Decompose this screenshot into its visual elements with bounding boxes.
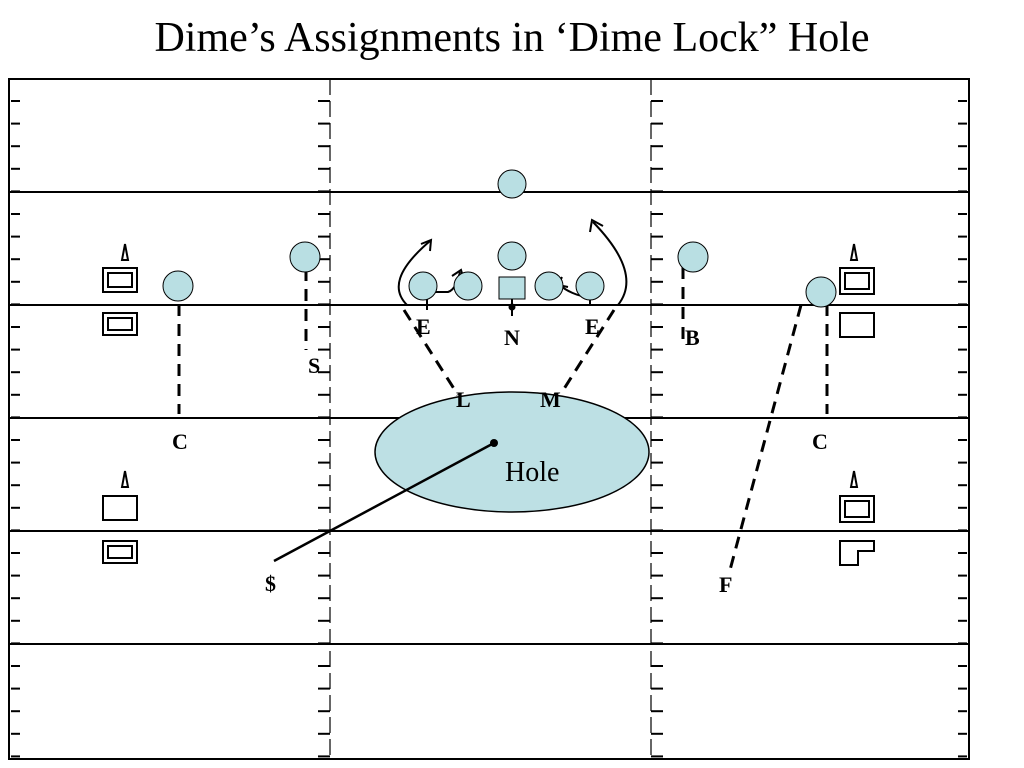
linebacker-left-drop xyxy=(402,309,460,396)
marker-box xyxy=(107,272,133,288)
cone-icon xyxy=(849,243,859,261)
linebacker-middle-drop xyxy=(560,309,616,393)
marker-box xyxy=(107,545,133,559)
marker-box xyxy=(102,267,138,293)
player-qb xyxy=(497,169,527,199)
right-bottom-marker xyxy=(839,470,875,566)
player-guard-left xyxy=(453,271,483,301)
marker-box xyxy=(102,495,138,521)
end-left-rush xyxy=(397,240,431,306)
arrow-head-icon xyxy=(420,238,433,252)
player-center xyxy=(498,276,526,300)
hole-area xyxy=(374,391,650,513)
player-slot-left xyxy=(289,241,321,273)
marker-box xyxy=(102,312,138,336)
label-free-safety: F xyxy=(719,572,732,597)
left-bottom-marker xyxy=(102,470,138,564)
marker-box xyxy=(839,267,875,295)
player-wr-right xyxy=(805,276,837,308)
free-safety-drop xyxy=(728,304,803,571)
player-wr-left xyxy=(162,270,194,302)
label-linebacker-middle: M xyxy=(540,387,561,412)
dime-assignment-line xyxy=(273,441,495,563)
cone-icon xyxy=(849,470,859,488)
right-top-marker xyxy=(839,243,875,338)
label-nose: N xyxy=(504,325,520,350)
label-end-left: E xyxy=(416,314,431,339)
end-right-rush xyxy=(592,221,628,306)
hole-label: Hole xyxy=(505,457,559,488)
marker-box xyxy=(844,500,870,518)
player-back xyxy=(497,241,527,271)
yard-lines xyxy=(9,191,969,645)
label-corner-left: C xyxy=(172,429,188,454)
label-dime: $ xyxy=(265,571,276,596)
nose-dot xyxy=(508,303,516,311)
label-safety: S xyxy=(308,353,320,378)
label-end-right: E xyxy=(585,314,600,339)
label-corner-right: C xyxy=(812,429,828,454)
cone-icon xyxy=(120,470,130,488)
marker-box xyxy=(839,312,875,338)
marker-box xyxy=(839,495,875,523)
player-slot-right xyxy=(677,241,709,273)
cone-icon xyxy=(120,243,130,261)
slide-title: Dime’s Assignments in ‘Dime Lock” Hole xyxy=(154,15,870,61)
marker-box xyxy=(107,317,133,331)
marker-box xyxy=(844,272,870,290)
dime-target-dot xyxy=(490,439,498,447)
player-tackle-right xyxy=(575,271,605,301)
label-linebacker-left: L xyxy=(456,387,471,412)
left-top-marker xyxy=(102,243,138,336)
marker-shape xyxy=(839,540,875,566)
arrow-head-icon xyxy=(589,218,604,233)
player-guard-right xyxy=(534,271,564,301)
marker-box xyxy=(102,540,138,564)
player-tackle-left xyxy=(408,271,438,301)
hash-marks xyxy=(11,79,967,759)
label-buck: B xyxy=(685,325,700,350)
